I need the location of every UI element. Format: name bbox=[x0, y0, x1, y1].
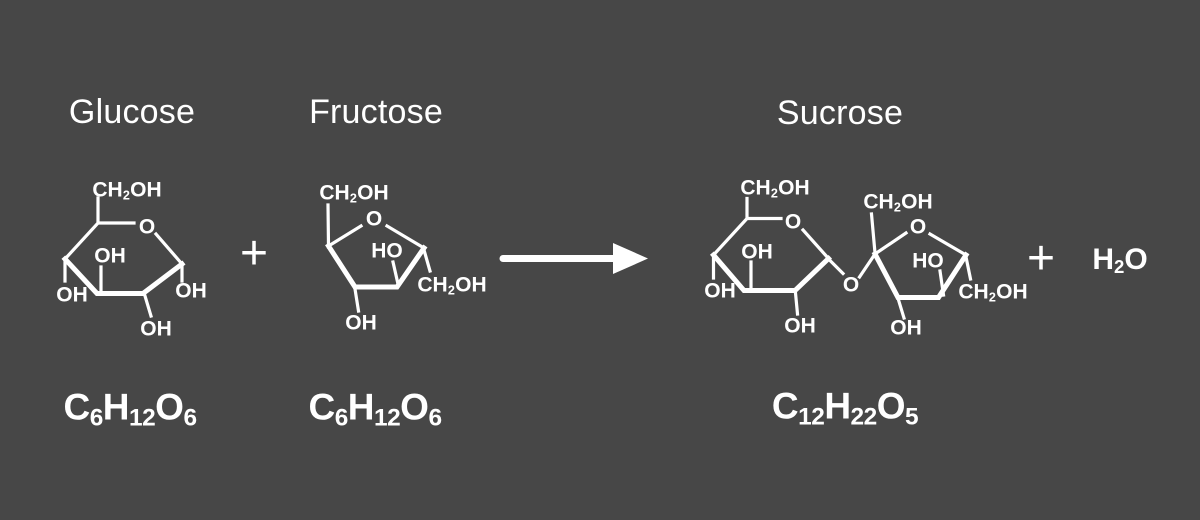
sucrose-glucose-unit-bonds bbox=[709, 196, 846, 316]
sucrose-fructose-ho-inner-label: HO bbox=[912, 249, 944, 273]
glucose-formula: C6H12O6 bbox=[63, 386, 197, 432]
sucrose-glucose-oh-inner-label: OH bbox=[741, 240, 773, 264]
sucrose-fructose-oh-bottom-label: OH bbox=[890, 316, 922, 340]
sucrose-fructose-ch2oh-right-label: CH2OH bbox=[958, 280, 1028, 305]
sucrose-glucose-front-bonds bbox=[709, 251, 833, 293]
sucrose-glucose-back-bonds bbox=[711, 196, 846, 316]
sucrose-glycosidic-oxygen-label: O bbox=[842, 273, 860, 297]
fructose-ch2oh-right-label: CH2OH bbox=[417, 273, 487, 298]
reaction-arrow bbox=[499, 243, 648, 274]
glucose-ring-front-bonds bbox=[61, 255, 186, 296]
fructose-oh-bottom-label: OH bbox=[345, 311, 377, 335]
sucrose-fructose-ring-oxygen-label: O bbox=[909, 215, 927, 239]
sucrose-fructose-ch2oh-label: CH2OH bbox=[863, 190, 933, 215]
water-label: H2O bbox=[1092, 243, 1148, 278]
sucrose-fructose-back-bonds bbox=[857, 212, 973, 320]
glucose-structure-bonds bbox=[61, 196, 186, 318]
fructose-ring-front-bonds bbox=[325, 242, 428, 290]
plus-sign-right: + bbox=[1026, 232, 1056, 285]
sucrose-glucose-ring-oxygen-label: O bbox=[784, 210, 802, 234]
glucose-ch2oh-label: CH2OH bbox=[92, 178, 162, 203]
fructose-ho-inner-label: HO bbox=[371, 239, 403, 263]
glucose-oh-inner-label: OH bbox=[94, 244, 126, 268]
glucose-ring-back-bonds bbox=[62, 196, 185, 318]
fructose-structure-bonds bbox=[325, 203, 432, 313]
sucrose-title: Sucrose bbox=[776, 94, 904, 132]
fructose-formula: C6H12O6 bbox=[308, 386, 442, 432]
glucose-title: Glucose bbox=[68, 93, 196, 131]
fructose-title: Fructose bbox=[309, 93, 443, 131]
sucrose-glucose-oh-left-label: OH bbox=[704, 279, 736, 303]
plus-sign-left: + bbox=[239, 227, 269, 280]
fructose-ch2oh-label: CH2OH bbox=[319, 181, 389, 206]
glucose-oh-left-label: OH bbox=[56, 283, 88, 307]
sucrose-fructose-unit-bonds bbox=[857, 212, 973, 320]
fructose-ring-oxygen-label: O bbox=[365, 207, 383, 231]
sucrose-glucose-ch2oh-label: CH2OH bbox=[740, 176, 810, 201]
glucose-ring-oxygen-label: O bbox=[138, 215, 156, 239]
glucose-oh-right-label: OH bbox=[175, 279, 207, 303]
sucrose-formula: C12H22O5 bbox=[771, 385, 919, 431]
sucrose-glucose-oh-bottom-label: OH bbox=[784, 314, 816, 338]
glucose-oh-bottom-label: OH bbox=[140, 317, 172, 341]
sucrose-fructose-front-bonds bbox=[871, 250, 970, 300]
